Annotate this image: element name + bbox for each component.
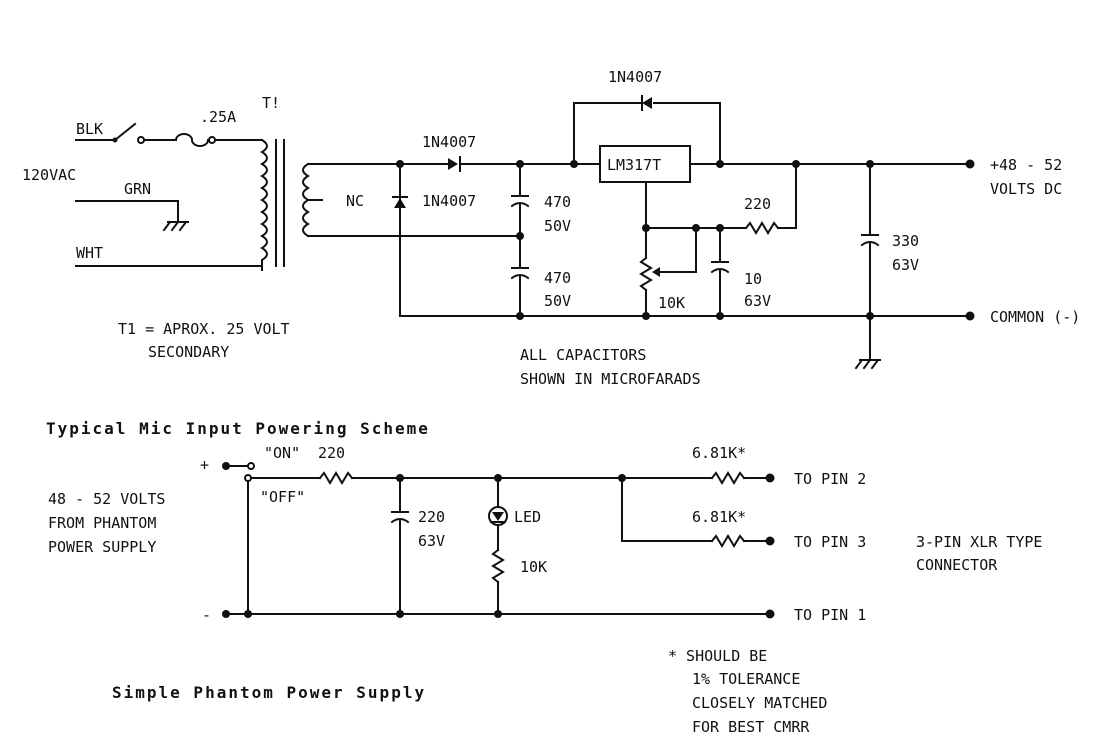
label-resistor-220: 220 — [744, 195, 771, 213]
label-led: LED — [514, 508, 541, 526]
label-cap330-value: 330 — [892, 232, 919, 250]
footnote-line1: * SHOULD BE — [668, 647, 767, 665]
label-pot-10k: 10K — [658, 294, 685, 312]
label-switch-off: "OFF" — [260, 488, 305, 506]
junction-dots — [396, 159, 975, 321]
mic-heading: Typical Mic Input Powering Scheme — [46, 419, 430, 438]
power-supply-schematic: BLK .25A T! 120VAC GRN WHT NC 1N4007 1N4… — [22, 68, 1080, 388]
capacitor-330 — [854, 163, 881, 370]
transformer — [260, 138, 521, 271]
lm317t-regulator — [599, 145, 971, 229]
label-120vac: 120VAC — [22, 166, 76, 184]
label-pin3: TO PIN 3 — [794, 533, 866, 551]
label-mic-resistor-220: 220 — [318, 444, 345, 462]
label-r-pin2: 6.81K* — [692, 444, 746, 462]
label-diode-3: 1N4007 — [608, 68, 662, 86]
mic-junction-dots — [222, 473, 775, 619]
footnote-line3: CLOSELY MATCHED — [692, 694, 827, 712]
capacitor-470-upper — [510, 163, 530, 269]
label-regulator: LM317T — [607, 156, 661, 174]
label-minus: - — [202, 606, 211, 624]
footnote-line2: 1% TOLERANCE — [692, 670, 800, 688]
footnote-line4: FOR BEST CMRR — [692, 718, 810, 736]
note-t1-line2: SECONDARY — [148, 343, 229, 361]
bypass-diode — [573, 95, 721, 165]
label-nc: NC — [346, 192, 364, 210]
figure-title: Simple Phantom Power Supply — [112, 683, 426, 702]
label-source-3: POWER SUPPLY — [48, 538, 156, 556]
note-caps-line1: ALL CAPACITORS — [520, 346, 646, 364]
mic-capacitor-220 — [390, 477, 410, 615]
label-mic-cap-voltage: 63V — [418, 532, 445, 550]
note-caps-line2: SHOWN IN MICROFARADS — [520, 370, 701, 388]
label-cap10-value: 10 — [744, 270, 762, 288]
capacitor-470-lower — [510, 267, 530, 317]
shunt-diode — [392, 196, 408, 208]
label-grn: GRN — [124, 180, 151, 198]
label-cap2-voltage: 50V — [544, 292, 571, 310]
label-diode-1: 1N4007 — [422, 133, 476, 151]
label-output-plus-1: +48 - 52 — [990, 156, 1062, 174]
mains-input — [75, 122, 263, 267]
label-fuse: .25A — [200, 108, 236, 126]
label-cap2-value: 470 — [544, 269, 571, 287]
label-transformer: T! — [262, 94, 280, 112]
led-indicator — [488, 477, 508, 615]
label-output-plus-2: VOLTS DC — [990, 180, 1062, 198]
label-cap330-voltage: 63V — [892, 256, 919, 274]
label-wht: WHT — [76, 244, 103, 262]
label-connector-1: 3-PIN XLR TYPE — [916, 533, 1042, 551]
label-switch-on: "ON" — [264, 444, 300, 462]
label-plus: + — [200, 456, 209, 474]
label-cap1-value: 470 — [544, 193, 571, 211]
label-diode-2: 1N4007 — [422, 192, 476, 210]
label-pin1: TO PIN 1 — [794, 606, 866, 624]
label-cap10-voltage: 63V — [744, 292, 771, 310]
label-source-1: 48 - 52 VOLTS — [48, 490, 165, 508]
on-off-switch — [222, 462, 277, 615]
note-t1-line1: T1 = APROX. 25 VOLT — [118, 320, 290, 338]
label-led-resistor: 10K — [520, 558, 547, 576]
label-cap1-voltage: 50V — [544, 217, 571, 235]
label-r-pin3: 6.81K* — [692, 508, 746, 526]
label-pin2: TO PIN 2 — [794, 470, 866, 488]
label-output-common: COMMON (-) — [990, 308, 1080, 326]
mic-powering-schematic: Typical Mic Input Powering Scheme — [46, 419, 1042, 736]
label-source-2: FROM PHANTOM — [48, 514, 156, 532]
rectifier-diode — [448, 156, 461, 172]
label-blk: BLK — [76, 120, 103, 138]
label-mic-cap-value: 220 — [418, 508, 445, 526]
label-connector-2: CONNECTOR — [916, 556, 998, 574]
